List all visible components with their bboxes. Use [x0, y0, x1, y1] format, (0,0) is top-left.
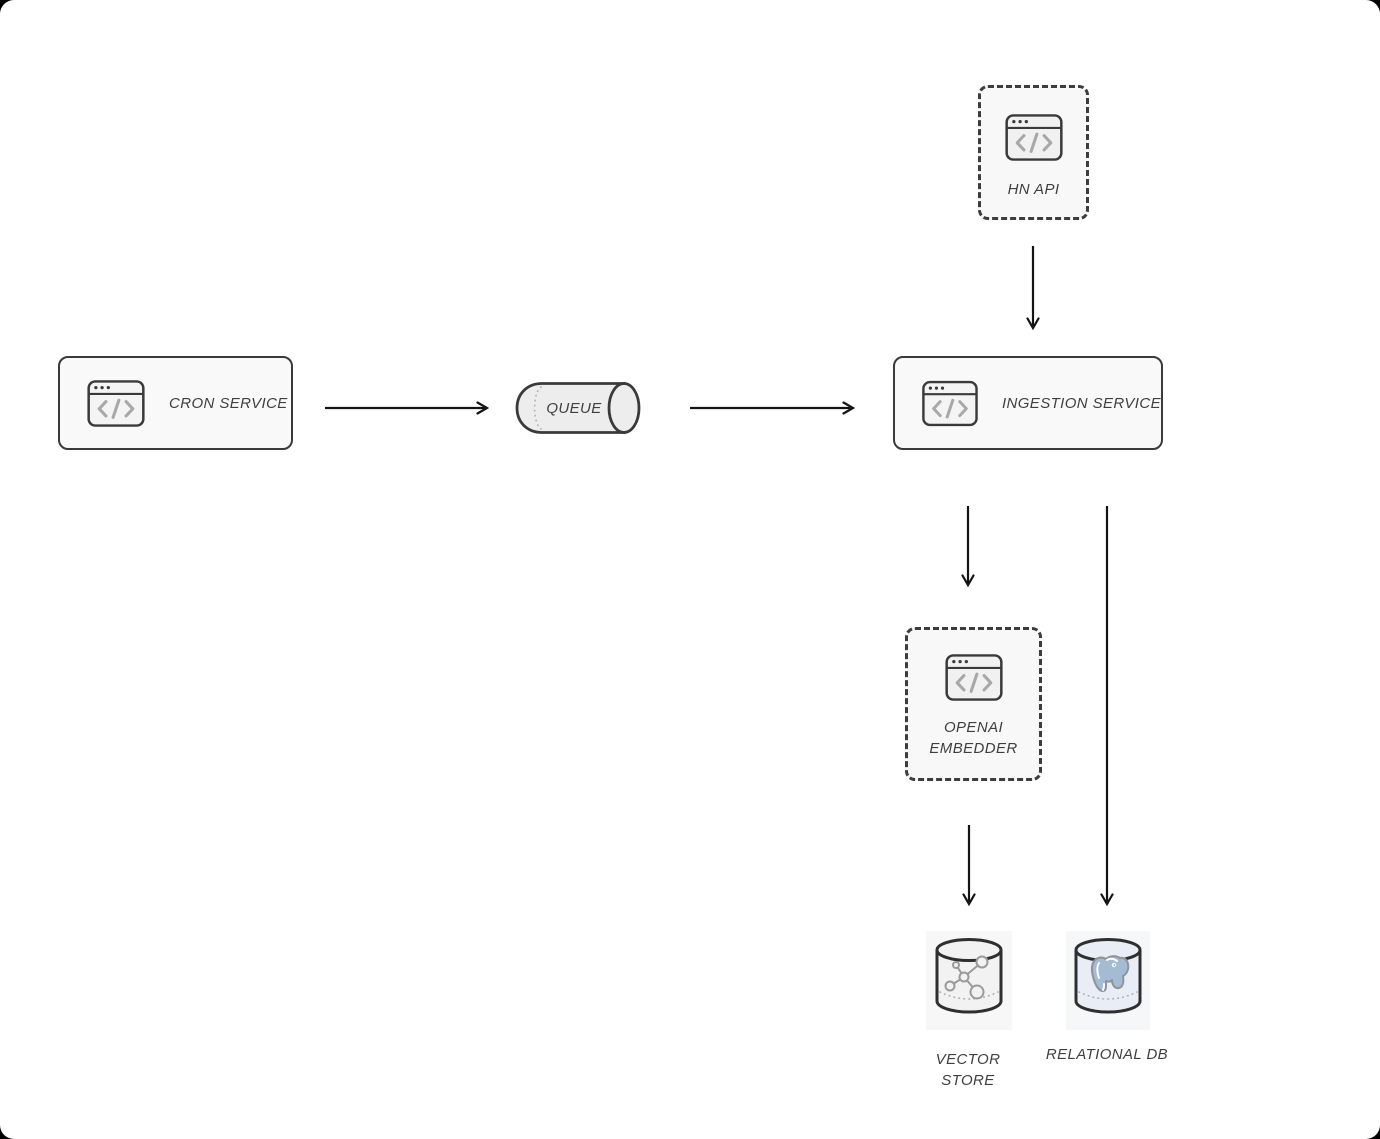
node-label: OPENAI EMBEDDER — [929, 719, 1018, 757]
node-label-vector-store: VECTOR STORE — [935, 1051, 1001, 1089]
code-window-icon — [922, 380, 978, 426]
node-label: QUEUE — [546, 400, 602, 417]
code-window-icon — [1004, 114, 1063, 161]
node-label: HN API — [1007, 181, 1060, 198]
node-relational-db — [1066, 931, 1150, 1030]
node-cron-service: CRON SERVICE — [58, 356, 299, 456]
node-label: CRON SERVICE — [169, 394, 288, 412]
node-queue: QUEUE — [515, 382, 641, 434]
node-ingestion-service: INGESTION SERVICE — [893, 356, 1169, 456]
node-label-relational-db: RELATIONAL DB — [1045, 1046, 1169, 1063]
node-vector-store — [926, 931, 1012, 1030]
code-window-icon — [87, 379, 145, 427]
postgresql-elephant-icon — [1074, 937, 1142, 1013]
node-hn-api: HN API — [978, 85, 1089, 220]
code-window-icon — [944, 654, 1003, 701]
node-openai-embedder: OPENAI EMBEDDER — [905, 627, 1042, 781]
node-label: INGESTION SERVICE — [1001, 394, 1161, 412]
graph-network-icon — [935, 937, 1003, 1013]
